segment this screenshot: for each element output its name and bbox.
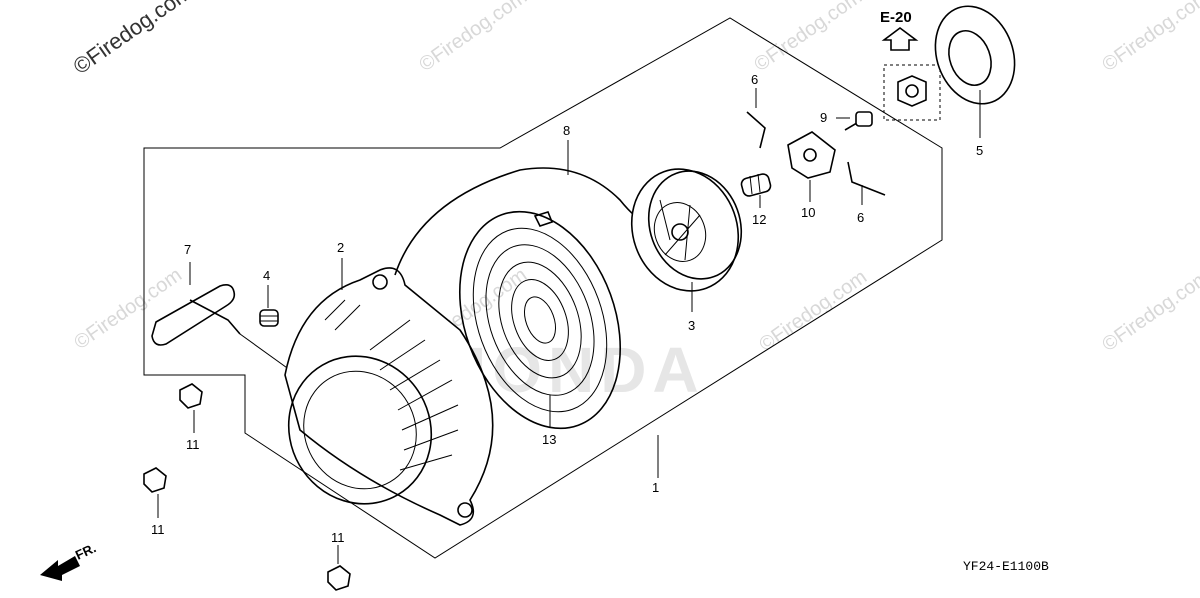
front-label: FR. — [73, 540, 98, 562]
watermark-7: ©Firedog.com — [755, 266, 871, 356]
ratchet-hole — [803, 148, 817, 162]
starter-case — [284, 267, 494, 526]
rope-guide-part — [259, 309, 279, 327]
callout-11-c: 11 — [331, 530, 345, 545]
watermark-8: ©Firedog.com — [1098, 266, 1200, 356]
callout-12: 12 — [752, 212, 766, 227]
ratchet-pin-upper — [746, 111, 766, 149]
callout-3: 3 — [688, 318, 695, 333]
starter-reel — [630, 168, 743, 292]
starter-rope — [394, 167, 661, 276]
callout-5: 5 — [976, 143, 983, 158]
starter-pulley — [883, 5, 1016, 121]
watermark-1: ©Firedog.com — [69, 0, 197, 79]
setting-screw — [844, 111, 873, 131]
front-indicator: FR. — [40, 540, 98, 581]
callout-1: 1 — [652, 480, 659, 495]
assembly-outline — [143, 17, 943, 559]
callout-4: 4 — [263, 268, 270, 283]
callout-13: 13 — [542, 432, 556, 447]
ratchet — [787, 131, 836, 179]
leader-lines — [157, 88, 981, 564]
flange-nut-1 — [179, 383, 203, 409]
callout-7: 7 — [184, 242, 191, 257]
starter-grip — [151, 284, 291, 371]
watermark-3: ©Firedog.com — [750, 0, 866, 76]
callout-10: 10 — [801, 205, 815, 220]
front-arrow-icon — [40, 556, 80, 581]
callouts: 1 2 3 4 5 6 6 7 8 9 10 11 11 11 12 13 — [151, 72, 983, 545]
reference-label: E-20 — [880, 9, 912, 26]
callout-6-lower: 6 — [857, 210, 864, 225]
reference-arrow: E-20 — [880, 9, 919, 51]
reel-spring — [740, 173, 772, 197]
callout-6-upper: 6 — [751, 72, 758, 87]
watermark-4: ©Firedog.com — [1098, 0, 1200, 76]
ratchet-pin-lower — [847, 161, 886, 196]
callout-8: 8 — [563, 123, 570, 138]
recoil-spring — [458, 210, 622, 430]
flange-nut-3 — [327, 565, 351, 591]
callout-9: 9 — [820, 110, 827, 125]
up-arrow-icon — [881, 27, 919, 51]
callout-11-a: 11 — [186, 437, 200, 452]
diagram-code: YF24-E1100B — [963, 559, 1049, 574]
flange-nut-2 — [143, 467, 167, 493]
watermark-2: ©Firedog.com — [415, 0, 531, 76]
callout-11-b: 11 — [151, 522, 165, 537]
callout-2: 2 — [337, 240, 344, 255]
